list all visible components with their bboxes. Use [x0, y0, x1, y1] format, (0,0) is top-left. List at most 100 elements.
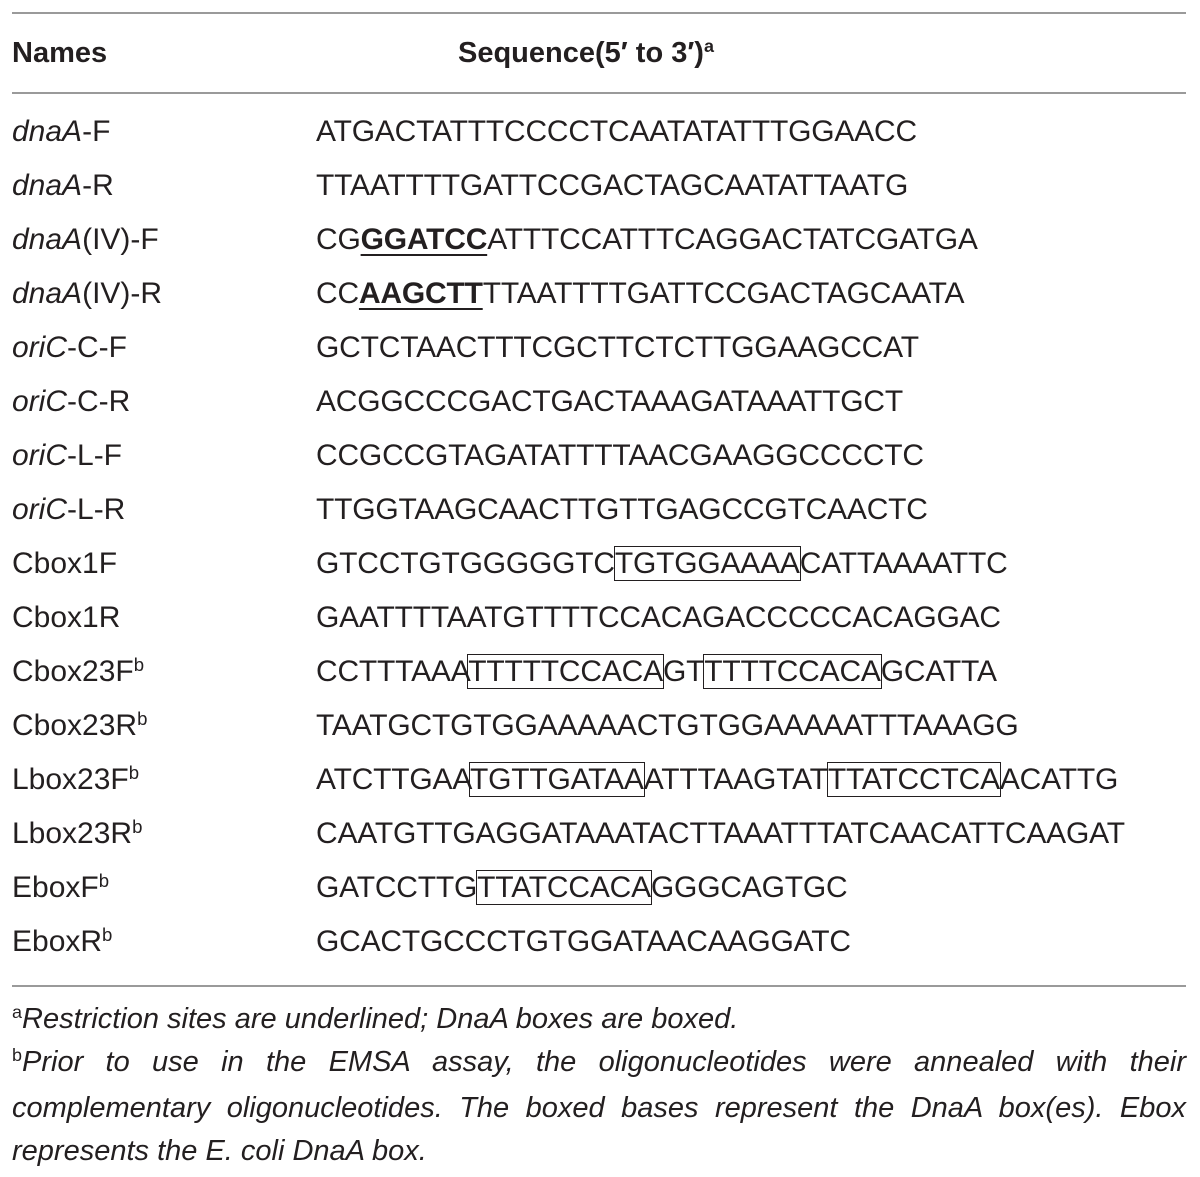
sequence-segment: CATTAAAATTC: [799, 547, 1008, 580]
primer-name-gene: oriC: [12, 439, 68, 472]
primer-name: oriC-C-F: [12, 324, 127, 372]
primer-name-gene: oriC: [12, 385, 68, 418]
primer-name: Cbox1F: [12, 540, 117, 588]
sequence-segment: TAATGCTGTGGAAAAACTGTGGAAAAATTTAAAGG: [316, 709, 1019, 742]
footnote-marker: a: [703, 36, 714, 57]
table-row: oriC-C-F GCTCTAACTTTCGCTTCTCTTGGAAGCCAT: [0, 324, 1200, 372]
sequence-segment: ATTTCCATTTCAGGACTATCGATGA: [487, 223, 978, 256]
sequence-segment: TTAATTTTGATTCCGACTAGCAATA: [482, 277, 965, 310]
dnaa-box: TTTTTCCACA: [467, 654, 664, 689]
primer-name: dnaA-R: [12, 162, 114, 210]
footnote-marker: b: [137, 707, 148, 729]
table-row: dnaA(IV)-F CGGGATCCATTTCCATTTCAGGACTATCGA…: [0, 216, 1200, 264]
sequence-segment: TTAATTTTGATTCCGACTAGCAATATTAATG: [316, 169, 909, 202]
primer-name-suffix: (IV)-F: [82, 223, 159, 256]
sequence-segment: CAATGTTGAGGATAAATACTTAAATTTATCAACATTCAAG…: [316, 817, 1125, 850]
footnote-a: aRestriction sites are underlined; DnaA …: [12, 1002, 739, 1035]
primer-name-gene: dnaA: [12, 169, 83, 202]
primer-name: EboxRb: [12, 918, 112, 969]
primer-name: EboxFb: [12, 864, 109, 915]
primer-name-suffix: Cbox23F: [12, 655, 134, 688]
column-header-names: Names: [12, 37, 108, 69]
header-rule: [12, 92, 1186, 94]
restriction-site: GGATCC: [360, 223, 488, 256]
sequence-segment: GATCCTTG: [316, 871, 478, 904]
primer-name-suffix: Lbox23F: [12, 763, 129, 796]
primer-sequence: ATGACTATTTCCCCTCAATATATTTGGAACC: [316, 108, 917, 156]
primer-name: Lbox23Rb: [12, 810, 142, 861]
sequence-segment: GTCCTGTGGGGGTC: [316, 547, 615, 580]
table-row: dnaA-F ATGACTATTTCCCCTCAATATATTTGGAACC: [0, 108, 1200, 156]
primer-name: Cbox23Fb: [12, 648, 144, 699]
sequence-segment: GGGCAGTGC: [650, 871, 848, 904]
footnote-marker: b: [128, 761, 140, 783]
sequence-segment: GCACTGCCCTGTGGATAACAAGGATC: [316, 925, 851, 958]
primer-sequence: GATCCTTGTTATCCACAGGGCAGTGC: [316, 864, 848, 912]
table-top-rule: [12, 12, 1186, 14]
primer-name-suffix: Cbox23R: [12, 709, 138, 742]
primer-name: oriC-L-F: [12, 432, 122, 480]
primer-name: dnaA(IV)-F: [12, 216, 159, 264]
sequence-segment: CG: [316, 223, 361, 256]
primer-sequence: TTAATTTTGATTCCGACTAGCAATATTAATG: [316, 162, 908, 210]
table-row: Lbox23Fb ATCTTGAATGTTGATAAATTTAAGTATTTATC…: [0, 756, 1200, 804]
primer-name-suffix: -C-F: [67, 331, 127, 364]
sequence-segment: CCTTTAAA: [316, 655, 469, 688]
table-row: oriC-L-R TTGGTAAGCAACTTGTTGAGCCGTCAACTC: [0, 486, 1200, 534]
table-row: dnaA(IV)-R CCAAGCTTTTAATTTTGATTCCGACTAGCA…: [0, 270, 1200, 318]
primer-name: Cbox1R: [12, 594, 120, 642]
table-row: oriC-L-F CCGCCGTAGATATTTTAACGAAGGCCCCTC: [0, 432, 1200, 480]
primer-name: Cbox23Rb: [12, 702, 147, 753]
primer-name: dnaA(IV)-R: [12, 270, 162, 318]
sequence-segment: GCTCTAACTTTCGCTTCTCTTGGAAGCCAT: [316, 331, 919, 364]
table-bottom-rule: [12, 985, 1186, 987]
sequence-segment: ATCTTGAA: [316, 763, 470, 796]
primer-name-suffix: Cbox1R: [12, 601, 121, 634]
primer-name-gene: dnaA: [12, 277, 83, 310]
dnaa-box: TTATCCTCA: [826, 762, 1001, 797]
dnaa-box: TGTTGATAA: [468, 762, 645, 797]
primer-name: oriC-L-R: [12, 486, 125, 534]
sequence-segment: ATTTAAGTAT: [643, 763, 828, 796]
primer-sequence: ACGGCCCGACTGACTAAAGATAAATTGCT: [316, 378, 903, 426]
primer-sequence: CCAAGCTTTTAATTTTGATTCCGACTAGCAATA: [316, 270, 965, 318]
footnote-marker: b: [98, 869, 110, 891]
primer-name-suffix: -L-F: [67, 439, 123, 472]
table-row: Cbox1F GTCCTGTGGGGGTCTGTGGAAAACATTAAAATTC: [0, 540, 1200, 588]
primer-sequence: GCACTGCCCTGTGGATAACAAGGATC: [316, 918, 851, 966]
primer-name-suffix: Lbox23R: [12, 817, 133, 850]
primer-name-suffix: -F: [82, 115, 111, 148]
primer-name-suffix: -C-R: [67, 385, 131, 418]
table-row: Cbox1R GAATTTTAATGTTTTCCACAGACCCCCACAGGAC: [0, 594, 1200, 642]
primer-sequence: CGGGATCCATTTCCATTTCAGGACTATCGATGA: [316, 216, 978, 264]
primer-name-suffix: EboxR: [12, 925, 103, 958]
primer-name-gene: dnaA: [12, 115, 83, 148]
primer-name-gene: oriC: [12, 493, 68, 526]
primer-sequence: GTCCTGTGGGGGTCTGTGGAAAACATTAAAATTC: [316, 540, 1008, 588]
table-row: Lbox23Rb CAATGTTGAGGATAAATACTTAAATTTATCAA…: [0, 810, 1200, 858]
primer-name: oriC-C-R: [12, 378, 130, 426]
primer-name-gene: oriC: [12, 331, 68, 364]
primer-name-suffix: Cbox1F: [12, 547, 118, 580]
primer-sequence: TTGGTAAGCAACTTGTTGAGCCGTCAACTC: [316, 486, 928, 534]
table-row: oriC-C-R ACGGCCCGACTGACTAAAGATAAATTGCT: [0, 378, 1200, 426]
primer-name: dnaA-F: [12, 108, 110, 156]
primer-name: Lbox23Fb: [12, 756, 139, 807]
primer-name-suffix: EboxF: [12, 871, 99, 904]
column-header-sequence: Sequence(5′ to 3′)a: [458, 36, 714, 69]
sequence-segment: ATGACTATTTCCCCTCAATATATTTGGAACC: [316, 115, 917, 148]
sequence-segment: GAATTTTAATGTTTTCCACAGACCCCCACAGGAC: [316, 601, 1001, 634]
sequence-segment: CC: [316, 277, 359, 310]
primer-sequence: GCTCTAACTTTCGCTTCTCTTGGAAGCCAT: [316, 324, 919, 372]
sequence-segment: CCGCCGTAGATATTTTAACGAAGGCCCCTC: [316, 439, 924, 472]
footnote-b: bPrior to use in the EMSA assay, the oli…: [12, 1045, 1186, 1167]
primer-name-suffix: (IV)-R: [82, 277, 163, 310]
primer-name-gene: dnaA: [12, 223, 83, 256]
table-row: dnaA-R TTAATTTTGATTCCGACTAGCAATATTAATG: [0, 162, 1200, 210]
primer-sequence: ATCTTGAATGTTGATAAATTTAAGTATTTATCCTCAACAT…: [316, 756, 1118, 804]
sequence-segment: ACATTG: [999, 763, 1119, 796]
sequence-segment: TTGGTAAGCAACTTGTTGAGCCGTCAACTC: [316, 493, 928, 526]
table-row: Cbox23Rb TAATGCTGTGGAAAAACTGTGGAAAAATTTAA…: [0, 702, 1200, 750]
footnote-marker: b: [132, 815, 143, 837]
